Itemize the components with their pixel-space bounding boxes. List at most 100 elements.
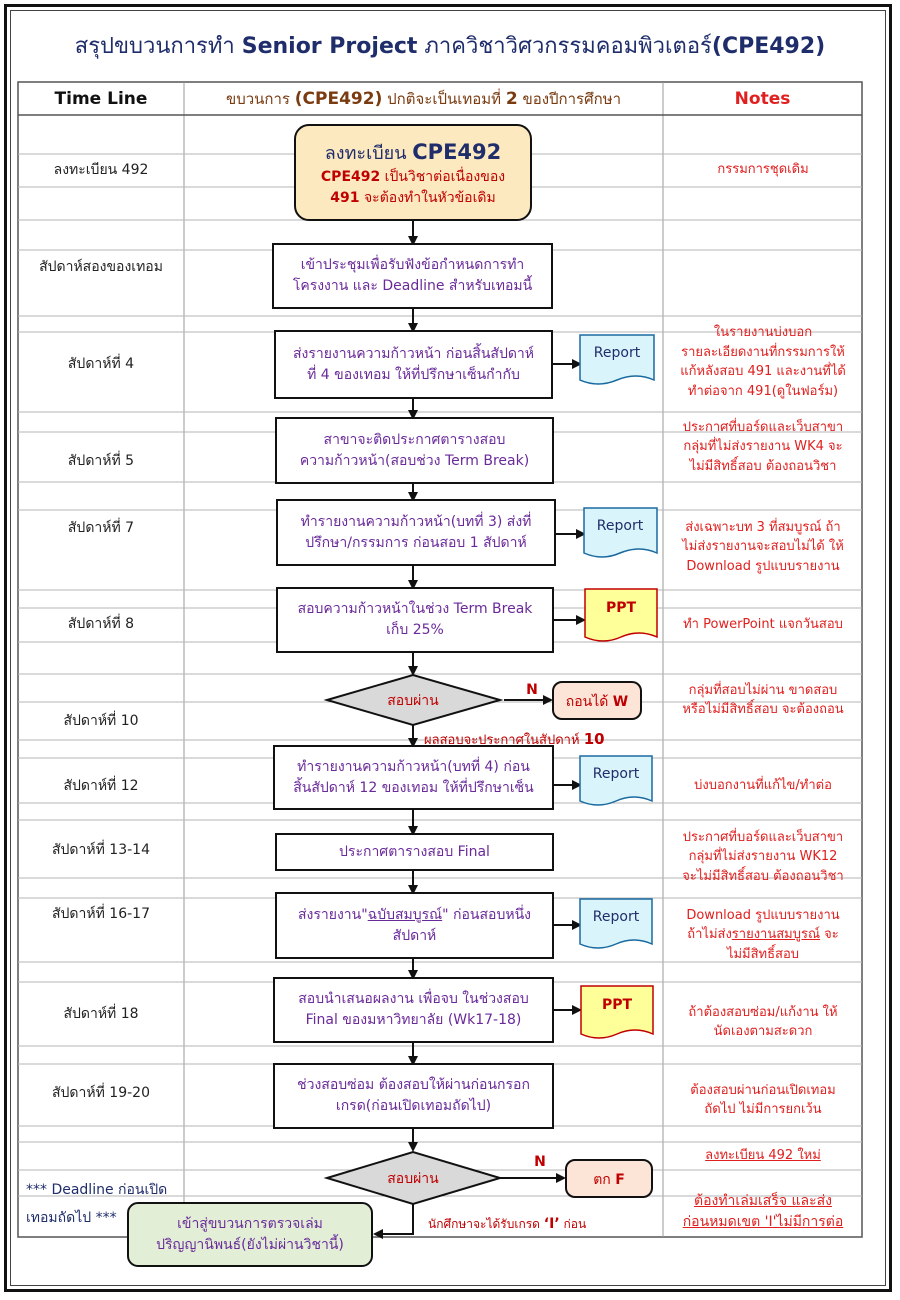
note-9-line3: ไม่มีสิทธิ์สอบ bbox=[726, 946, 800, 962]
doc-report-2: Report bbox=[583, 507, 658, 558]
note-3-line3: ไม่มีสิทธิ์สอบ ต้องถอนวิชา bbox=[689, 458, 837, 474]
title-middle: ภาควิชาวิศวกรรมคอมพิวเตอร์ bbox=[417, 34, 712, 59]
decision-1-diamond bbox=[323, 673, 504, 727]
note-11-line1: ต้องสอบผ่านก่อนเปิดเทอม bbox=[690, 1082, 836, 1098]
timeline-label-11: สัปดาห์ที่ 18 bbox=[63, 1004, 138, 1022]
step-1-line1: เข้าประชุมเพื่อรับฟังข้อกำหนดการทำ bbox=[300, 257, 525, 273]
report-doc-shape bbox=[579, 755, 653, 806]
step-8-box bbox=[275, 892, 554, 959]
doc-ppt-2: PPT bbox=[580, 985, 654, 1039]
note-4: ส่งเฉพาะบท 3 ที่สมบูรณ์ ถ้า ไม่ส่งรายงาน… bbox=[682, 519, 844, 574]
note-3-line2: กลุ่มที่ไม่ส่งรายงาน WK4 จะ bbox=[683, 439, 843, 455]
note-3-line1: ประกาศที่บอร์ดและเว็บสาขา bbox=[682, 419, 844, 435]
step-4-line1: ทำรายงานความก้าวหน้า(บทที่ 3) ส่งที่ bbox=[300, 513, 532, 530]
step-2-line2: ที่ 4 ของเทอม ให้ที่ปรึกษาเซ็นกำกับ bbox=[307, 366, 520, 383]
note-13-line2: ก่อนหมดเขต 'I'ไม่มีการต่อ bbox=[682, 1214, 844, 1230]
fail-box bbox=[565, 1159, 653, 1198]
inner-frame bbox=[10, 10, 886, 1286]
ppt-doc-1-label: PPT bbox=[606, 600, 637, 616]
header-process-post: ของปีการศึกษา bbox=[522, 89, 622, 108]
timeline-label-1: ลงทะเบียน 492 bbox=[54, 162, 149, 178]
deadline-note-line2: เทอมถัดไป *** bbox=[26, 1209, 117, 1226]
note-5-line1: ทำ PowerPoint แจกวันสอบ bbox=[683, 617, 843, 633]
step-6-line1: ทำรายงานความก้าวหน้า(บทที่ 4) ก่อน bbox=[297, 758, 530, 775]
note-11-line2: ถัดไป ไม่มีการยกเว้น bbox=[704, 1102, 822, 1117]
ppt-doc-2-label: PPT bbox=[602, 997, 633, 1013]
note-1: กรรมการชุดเดิม bbox=[717, 162, 809, 178]
step-8-line1: ส่งรายงาน"ฉบับสมบูรณ์" ก่อนสอบหนึ่ง bbox=[298, 906, 531, 923]
table-grid bbox=[17, 81, 863, 1238]
timeline-label-5: สัปดาห์ที่ 7 bbox=[68, 518, 134, 536]
step-8: ส่งรายงาน"ฉบับสมบูรณ์" ก่อนสอบหนึ่งสัปดา… bbox=[298, 906, 531, 944]
note-10-line2: นัดเองตามสะดวก bbox=[713, 1024, 813, 1039]
note-2: ในรายงานบ่งบอก รายละเอียดงานที่กรรมการให… bbox=[680, 325, 846, 399]
note-11: ต้องสอบผ่านก่อนเปิดเทอม ถัดไป ไม่มีการยก… bbox=[690, 1082, 836, 1118]
step-3-line2: ความก้าวหน้า(สอบช่วง Term Break) bbox=[299, 452, 530, 469]
step-8-line2: สัปดาห์ bbox=[392, 927, 437, 944]
note-2-line1: ในรายงานบ่งบอก bbox=[713, 325, 813, 340]
report-doc-1-label: Report bbox=[594, 345, 641, 361]
step-1: เข้าประชุมเพื่อรับฟังข้อกำหนดการทำโครงงา… bbox=[292, 257, 533, 294]
title-course-code: (CPE492) bbox=[711, 34, 826, 59]
note-8: ประกาศที่บอร์ดและเว็บสาขา กลุ่มที่ไม่ส่ง… bbox=[682, 829, 844, 884]
note-8-line3: จะไม่มีสิทธิ์สอบ ต้องถอนวิชา bbox=[682, 868, 844, 884]
note-6-line2: หรือไม่มีสิทธิ์สอบ จะต้องถอน bbox=[682, 702, 844, 717]
note-12: ลงทะเบียน 492 ใหม่ bbox=[705, 1148, 821, 1163]
step-9-box bbox=[273, 977, 554, 1043]
note-10: ถ้าต้องสอบซ่อม/แก้งาน ให้ นัดเองตามสะดวก bbox=[688, 1004, 838, 1040]
outer-frame bbox=[4, 4, 892, 1292]
step-9-line1: สอบนำเสนอผลงาน เพื่อจบ ในช่วงสอบ bbox=[298, 991, 529, 1007]
doc-report-3: Report bbox=[579, 755, 653, 806]
note-7: บ่งบอกงานที่แก้ไข/ทำต่อ bbox=[694, 778, 832, 793]
report-doc-2-label: Report bbox=[597, 518, 644, 534]
step-2-line1: ส่งรายงานความก้าวหน้า ก่อนสิ้นสัปดาห์ bbox=[292, 345, 535, 362]
end-box bbox=[127, 1202, 373, 1267]
decision-2-label: สอบผ่าน bbox=[387, 1171, 439, 1187]
note-5: ทำ PowerPoint แจกวันสอบ bbox=[683, 617, 843, 633]
note-4-line2: ไม่ส่งรายงานจะสอบไม่ได้ ให้ bbox=[682, 539, 844, 555]
end-box-line1: เข้าสู่ขบวนการตรวจเล่ม bbox=[177, 1215, 323, 1232]
step-1-line2: โครงงาน และ Deadline สำหรับเทอมนี้ bbox=[292, 278, 533, 294]
note-6-line1: กลุ่มที่สอบไม่ผ่าน ขาดสอบ bbox=[688, 682, 838, 698]
note-1-line1: กรรมการชุดเดิม bbox=[717, 162, 809, 178]
step-1-box bbox=[272, 243, 553, 309]
report-doc-4-label: Report bbox=[593, 909, 640, 925]
header-process-code: (CPE492) bbox=[294, 88, 383, 109]
note-4-line1: ส่งเฉพาะบท 3 ที่สมบูรณ์ ถ้า bbox=[685, 519, 841, 535]
withdraw-label: ถอนได้ W bbox=[566, 693, 629, 710]
timeline-label-8: สัปดาห์ที่ 12 bbox=[63, 776, 138, 794]
end-box-line2: ปริญญานิพนธ์(ยังไม่ผ่านวิชานี้) bbox=[156, 1236, 344, 1253]
i-grade-note: นักศึกษาจะได้รับเกรด ‘I’ ก่อน bbox=[428, 1216, 586, 1232]
step-7-line1: ประกาศตารางสอบ Final bbox=[339, 843, 490, 860]
header-timeline-cell: Time Line bbox=[55, 89, 148, 109]
step-5-line2: เก็บ 25% bbox=[386, 622, 444, 638]
page-title: สรุปขบวนการทำ Senior Project ภาควิชาวิศว… bbox=[0, 28, 900, 63]
doc-report-4: Report bbox=[579, 898, 653, 949]
note-2-line4: ทำต่อจาก 491(ดูในฟอร์ม) bbox=[687, 383, 839, 399]
note-8-line2: กลุ่มที่ไม่ส่งรายงาน WK12 bbox=[688, 849, 838, 865]
step-10-line2: เกรด(ก่อนเปิดเทอมถัดไป) bbox=[335, 1098, 492, 1114]
result-note: ผลสอบจะประกาศในสัปดาห์ 10 bbox=[424, 730, 605, 748]
step-4-line2: ปรึกษา/กรรมการ ก่อนสอบ 1 สัปดาห์ bbox=[305, 534, 527, 551]
step-10-box bbox=[273, 1063, 554, 1129]
timeline-label-3: สัปดาห์ที่ 4 bbox=[68, 354, 134, 372]
start-box-title: ลงทะเบียน CPE492 bbox=[324, 139, 502, 164]
step-6-line2: สิ้นสัปดาห์ 12 ของเทอม ให้ที่ปรึกษาเซ็น bbox=[293, 779, 534, 796]
start-box bbox=[294, 124, 532, 221]
step-3-box bbox=[275, 417, 554, 484]
timeline-label-4: สัปดาห์ที่ 5 bbox=[68, 451, 134, 469]
header-notes: Notes bbox=[734, 88, 791, 109]
note-10-line1: ถ้าต้องสอบซ่อม/แก้งาน ให้ bbox=[688, 1004, 838, 1020]
step-4-box bbox=[276, 499, 556, 566]
note-2-line2: รายละเอียดงานที่กรรมการให้ bbox=[681, 344, 845, 360]
report-doc-shape bbox=[579, 898, 653, 949]
note-13-line1: ต้องทำเล่มเสร็จ และส่ง bbox=[693, 1193, 833, 1209]
connectors bbox=[373, 220, 586, 1239]
ppt-doc-shape bbox=[580, 985, 654, 1039]
note-8-line1: ประกาศที่บอร์ดและเว็บสาขา bbox=[682, 829, 844, 845]
note-6: กลุ่มที่สอบไม่ผ่าน ขาดสอบ หรือไม่มีสิทธิ… bbox=[682, 682, 844, 718]
timeline-label-7: สัปดาห์ที่ 10 bbox=[63, 711, 138, 729]
ppt-doc-shape bbox=[584, 588, 658, 642]
